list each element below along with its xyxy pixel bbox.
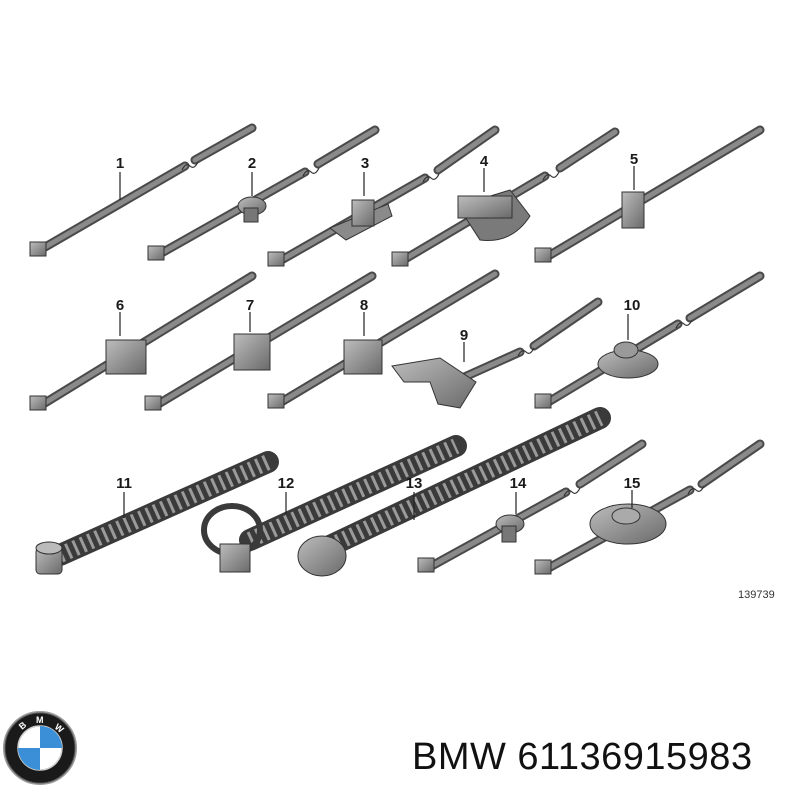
- part-label-15: 15: [624, 475, 641, 492]
- part-4-cable-tie-base: [391, 127, 620, 267]
- bmw-logo-letters: B: [17, 719, 29, 731]
- bmw-logo-letter-m: M: [36, 715, 44, 725]
- caption-text: BMW 61136915983: [412, 736, 753, 778]
- part-12-strap-holder: [201, 435, 467, 573]
- part-label-2: 2: [248, 155, 256, 172]
- part-label-4: 4: [480, 153, 489, 170]
- part-7-cable-tie-clip: [144, 271, 377, 411]
- part-label-11: 11: [116, 475, 132, 492]
- part-6-cable-tie-clip: [29, 271, 257, 411]
- part-label-7: 7: [246, 297, 254, 314]
- part-1-cable-tie: [29, 123, 257, 257]
- part-11-strap-clip: [35, 451, 279, 575]
- part-caption: BMW 61136915983: [412, 736, 753, 779]
- part-label-12: 12: [278, 475, 295, 492]
- part-label-1: 1: [116, 155, 124, 172]
- part-label-5: 5: [630, 151, 638, 168]
- part-10-cable-tie-mount: [534, 271, 765, 409]
- part-2-cable-tie-clip: [147, 125, 380, 261]
- part-14-cable-tie-clip: [417, 439, 647, 573]
- part-label-9: 9: [460, 327, 468, 344]
- part-15-cable-tie-mount: [534, 439, 765, 575]
- part-label-14: 14: [510, 475, 527, 492]
- part-5-cable-tie-clip: [534, 125, 765, 263]
- part-label-3: 3: [361, 155, 369, 172]
- part-3-cable-tie-mount: [267, 125, 500, 267]
- bmw-logo: B M W: [3, 711, 77, 785]
- diagram-reference-id: 139739: [738, 589, 775, 601]
- part-8-cable-tie-clip: [267, 269, 500, 409]
- part-label-8: 8: [360, 297, 368, 314]
- part-label-6: 6: [116, 297, 124, 314]
- part-13-strap-mount: [297, 407, 611, 577]
- part-label-10: 10: [624, 297, 641, 314]
- part-label-13: 13: [406, 475, 423, 492]
- part-9-cable-tie-holder: [391, 297, 603, 409]
